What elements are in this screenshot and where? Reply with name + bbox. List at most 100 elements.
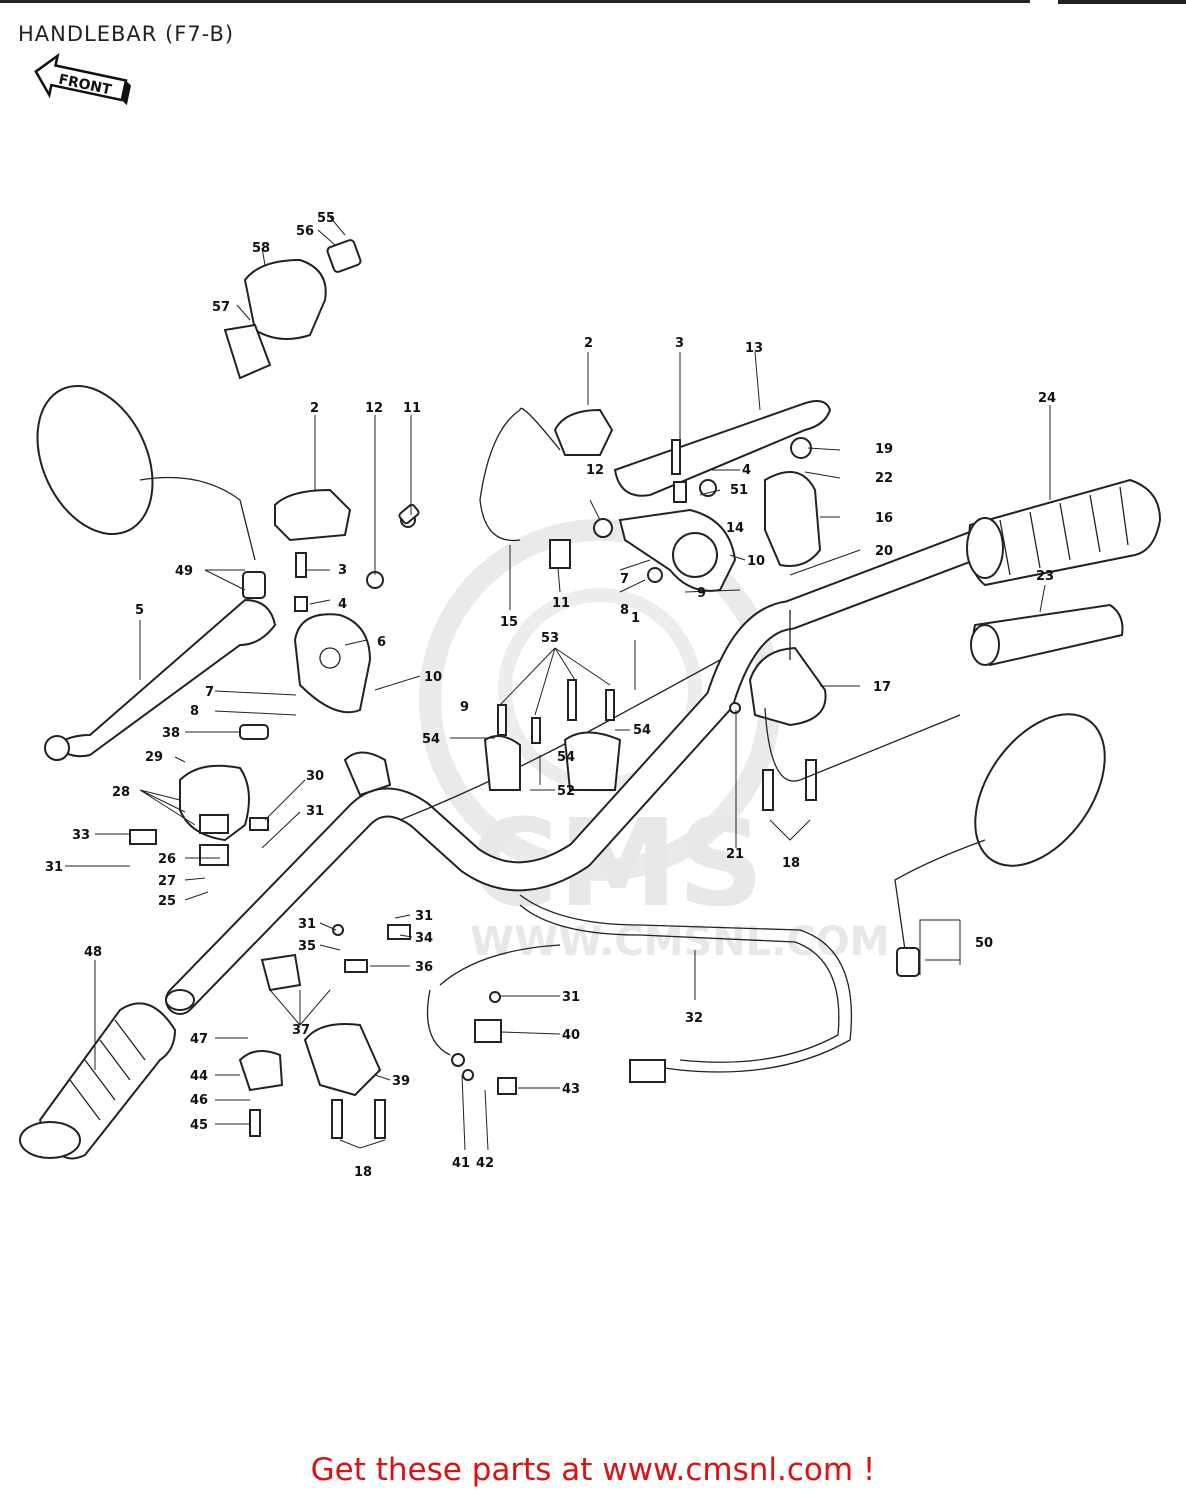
throttle-sleeve — [970, 603, 1124, 667]
callout-33: 33 — [72, 828, 90, 843]
callout-7: 7 — [205, 685, 214, 700]
callout-58: 58 — [252, 241, 270, 256]
callout-26: 26 — [158, 852, 176, 867]
callout-48: 48 — [84, 945, 102, 960]
callout-1: 1 — [631, 611, 640, 626]
callout-2: 2 — [584, 336, 593, 351]
lever-holder-right — [618, 508, 737, 592]
leader-lines — [65, 216, 1051, 1151]
small-fasteners — [129, 437, 961, 1095]
callout-44: 44 — [190, 1069, 208, 1084]
callout-40: 40 — [562, 1028, 580, 1043]
callout-labels: 1 2 2 3 3 4 4 5 6 7 7 8 8 9 9 10 10 11 1… — [45, 211, 1056, 1180]
callout-36: 36 — [415, 960, 433, 975]
switch-knob — [326, 239, 362, 273]
callout-50: 50 — [975, 936, 993, 951]
callout-47: 47 — [190, 1032, 208, 1047]
callout-31: 31 — [306, 804, 324, 819]
callout-28: 28 — [112, 785, 130, 800]
callout-5: 5 — [135, 603, 144, 618]
callout-43: 43 — [562, 1082, 580, 1097]
callout-19: 19 — [875, 442, 893, 457]
callout-9: 9 — [697, 586, 706, 601]
callout-41: 41 — [452, 1156, 470, 1171]
throttle-housing-lower — [748, 646, 827, 727]
lever-holder-left — [293, 613, 372, 714]
callout-21: 21 — [726, 847, 744, 862]
callout-9: 9 — [460, 700, 469, 715]
callout-16: 16 — [875, 511, 893, 526]
left-switch-housing — [179, 764, 250, 842]
callout-6: 6 — [377, 635, 386, 650]
callout-10: 10 — [424, 670, 442, 685]
left-mirror — [36, 384, 266, 599]
clutch-lever — [44, 598, 277, 761]
callout-8: 8 — [190, 704, 199, 719]
callout-7: 7 — [620, 572, 629, 587]
callout-54: 54 — [557, 750, 575, 765]
callout-34: 34 — [415, 931, 433, 946]
callout-18: 18 — [354, 1165, 372, 1180]
callout-13: 13 — [745, 341, 763, 356]
callout-27: 27 — [158, 874, 176, 889]
callout-4: 4 — [338, 597, 347, 612]
callout-31: 31 — [562, 990, 580, 1005]
callout-29: 29 — [145, 750, 163, 765]
callout-42: 42 — [476, 1156, 494, 1171]
callout-31: 31 — [415, 909, 433, 924]
callout-46: 46 — [190, 1093, 208, 1108]
callout-4: 4 — [742, 463, 751, 478]
callout-20: 20 — [875, 544, 893, 559]
callout-12: 12 — [365, 401, 383, 416]
callout-52: 52 — [557, 784, 575, 799]
callout-24: 24 — [1038, 391, 1056, 406]
footer-link-text[interactable]: Get these parts at www.cmsnl.com ! — [310, 1452, 876, 1488]
brake-switch-right — [479, 407, 614, 542]
callout-3: 3 — [338, 563, 347, 578]
callout-18: 18 — [782, 856, 800, 871]
callout-56: 56 — [296, 224, 314, 239]
callout-11: 11 — [403, 401, 421, 416]
callout-30: 30 — [306, 769, 324, 784]
callout-35: 35 — [298, 939, 316, 954]
throttle-housing — [764, 471, 822, 567]
callout-45: 45 — [190, 1118, 208, 1133]
callout-15: 15 — [500, 615, 518, 630]
callout-12: 12 — [586, 463, 604, 478]
callout-53: 53 — [541, 631, 559, 646]
callout-25: 25 — [158, 894, 176, 909]
callout-32: 32 — [685, 1011, 703, 1026]
callout-10: 10 — [747, 554, 765, 569]
bolts-right — [762, 759, 817, 811]
callout-57: 57 — [212, 300, 230, 315]
brake-switch-left — [274, 488, 352, 542]
callout-17: 17 — [873, 680, 891, 695]
callout-31: 31 — [298, 917, 316, 932]
callout-22: 22 — [875, 471, 893, 486]
callout-31: 31 — [45, 860, 63, 875]
callout-3: 3 — [675, 336, 684, 351]
diagram-title: HANDLEBAR (F7-B) — [18, 22, 235, 46]
front-arrow-icon: FRONT — [34, 52, 131, 106]
callout-8: 8 — [620, 603, 629, 618]
callout-54: 54 — [422, 732, 440, 747]
callout-11: 11 — [552, 596, 570, 611]
callout-23: 23 — [1036, 569, 1054, 584]
callout-39: 39 — [392, 1074, 410, 1089]
left-grip — [19, 1002, 177, 1160]
callout-49: 49 — [175, 564, 193, 579]
right-grip — [966, 478, 1162, 587]
right-mirror — [894, 713, 1106, 977]
callout-37: 37 — [292, 1023, 310, 1038]
top-rule-right — [1058, 0, 1186, 4]
lower-switch-housing — [238, 953, 386, 1139]
handlebar — [165, 530, 990, 1015]
callout-38: 38 — [162, 726, 180, 741]
callout-51: 51 — [730, 483, 748, 498]
wiring-harness — [426, 894, 853, 1083]
callout-14: 14 — [726, 521, 744, 536]
callout-54: 54 — [633, 723, 651, 738]
callout-55: 55 — [317, 211, 335, 226]
brake-lever — [613, 400, 832, 497]
